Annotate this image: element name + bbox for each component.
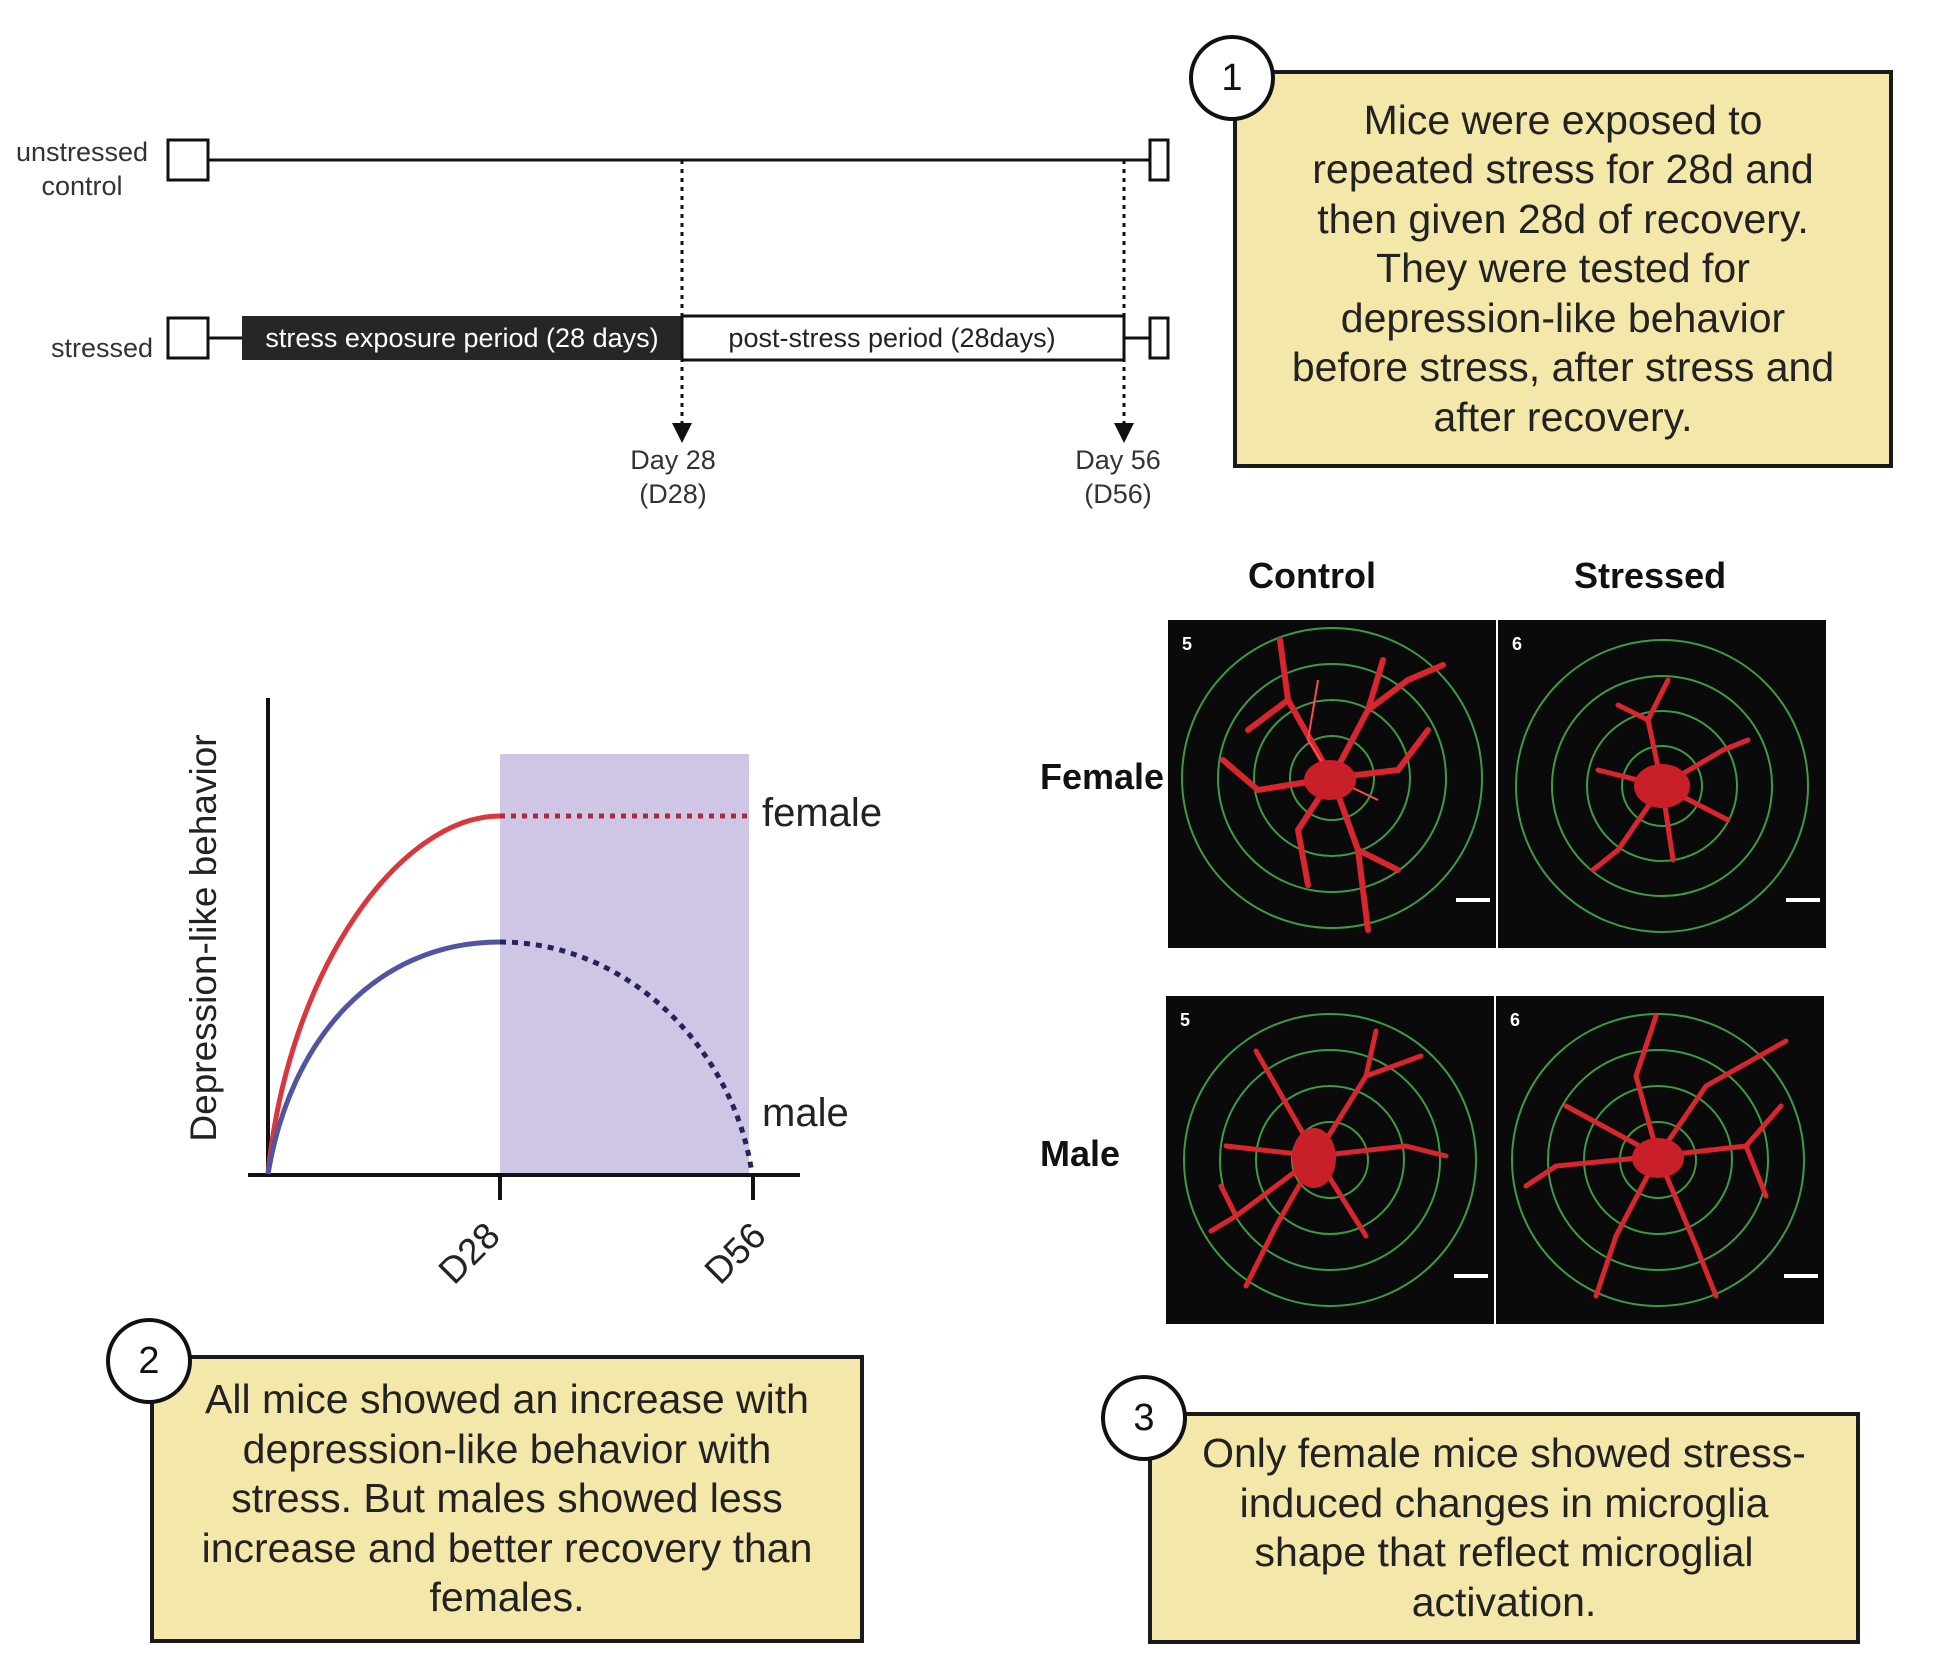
column-header-control: Control [1248,555,1376,596]
callout-1-text: Mice were exposed to repeated stress for… [1291,96,1835,440]
callout-1-badge: 1 [1189,35,1275,121]
stress-period-label: stress exposure period (28 days) [265,323,658,353]
unstressed-end-box [1148,138,1170,182]
unstressed-start-box [166,138,210,182]
callout-2-number: 2 [138,1339,160,1382]
recovery-shade [500,754,749,1174]
stress-exposure-bar [242,316,682,360]
callout-3-badge: 3 [1101,1375,1187,1461]
callout-1-box: Mice were exposed to repeated stress for… [1233,70,1893,468]
tile-number-male-control: 5 [1180,1010,1190,1030]
callout-3-number: 3 [1133,1396,1155,1439]
callout-3-box: Only female mice showed stress-induced c… [1148,1412,1860,1644]
microglia-male-stressed: 6 [1496,996,1824,1324]
tile-number-female-stressed: 6 [1512,634,1522,654]
column-header-stressed: Stressed [1574,555,1727,596]
depression-behavior-chart: female male Depression-like behavior D28… [183,698,882,1292]
unstressed-row-label: unstressed control [15,137,149,201]
tile-number-female-control: 5 [1182,634,1192,654]
x-tick-label-d56: D56 [697,1215,774,1292]
row-header-male: Male [1040,1133,1121,1174]
experiment-timeline: stress exposure period (28 days) post-st… [51,138,1170,443]
callout-2-badge: 2 [106,1318,192,1404]
callout-2-text: All mice showed an increase with depress… [201,1376,813,1621]
tile-number-male-stressed: 6 [1510,1010,1520,1030]
female-curve [265,813,501,1175]
stressed-row-label: stressed [51,333,153,363]
callout-2-box: All mice showed an increase with depress… [150,1355,864,1643]
female-series-label: female [762,791,882,835]
stressed-start-box [166,316,210,360]
post-period-label: post-stress period (28days) [728,323,1055,353]
x-tick-label-d28: D28 [431,1215,508,1292]
male-recovery-dotted [499,939,755,1175]
row-header-female: Female [1040,756,1165,797]
microglia-male-control: 5 [1166,996,1494,1324]
microglia-female-control: 5 [1168,620,1496,948]
male-series-label: male [762,1091,849,1135]
microglia-female-stressed: 6 [1498,620,1826,948]
y-axis-label: Depression-like behavior [183,734,224,1141]
male-curve [265,939,501,1175]
callout-1-number: 1 [1221,56,1243,99]
day56-label: Day 56 (D56) [1075,445,1161,509]
stressed-end-box [1148,316,1170,360]
day28-label: Day 28 (D28) [630,445,716,509]
callout-3-text: Only female mice showed stress-induced c… [1202,1430,1806,1625]
